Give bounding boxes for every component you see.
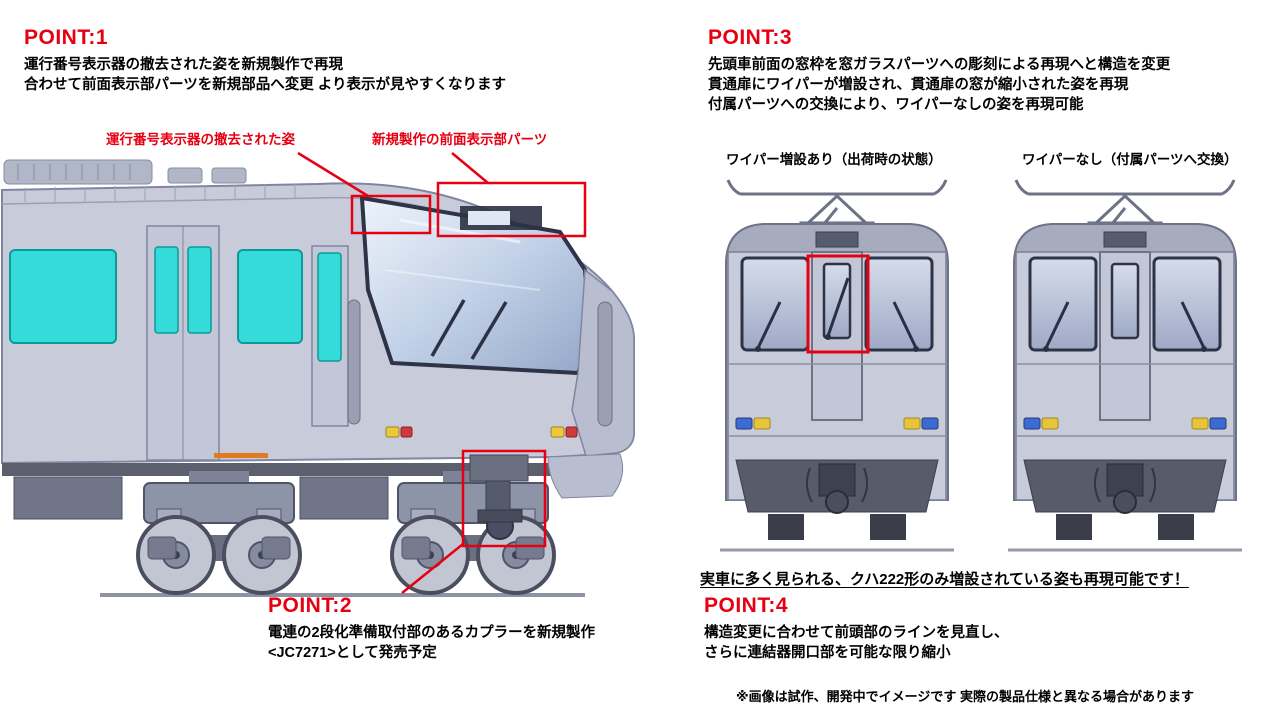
handrail (347, 299, 361, 425)
callout-label-new-front-display: 新規製作の前面表示部パーツ (372, 132, 548, 147)
front-window-left (1028, 256, 1098, 352)
underframe (2, 453, 558, 520)
gangway-door (1099, 251, 1151, 421)
point4-section: POINT:4 構造変更に合わせて前頭部のラインを見直し、 さらに連結器開口部を… (704, 594, 1009, 663)
windshield (360, 196, 592, 375)
front-lights (735, 417, 939, 430)
marker-lights (385, 426, 578, 438)
handrail (597, 301, 613, 427)
wipers (1044, 301, 1206, 349)
roof-ac-unit (3, 159, 247, 185)
bogie (136, 469, 302, 595)
point3-line3: 付属パーツへの交換により、ワイパーなしの姿を再現可能 (708, 97, 1084, 114)
footer-disclaimer: ※画像は試作、開発中でイメージです 実際の製品仕様と異なる場合があります (736, 689, 1194, 704)
point2-section: POINT:2 電連の2段化準備取付部のあるカプラーを新規製作 <JC7271>… (268, 594, 595, 663)
front-skirt (547, 453, 624, 499)
point1-section: POINT:1 運行番号表示器の撤去された姿を新規製作で再現 合わせて前面表示部… (24, 26, 506, 95)
destination-display (1103, 231, 1147, 248)
point4-heading: POINT:4 (704, 594, 789, 617)
train-front-without-wiper (1008, 179, 1242, 552)
train-side-illustration (0, 159, 635, 597)
crew-door (311, 245, 349, 427)
front-window-right (864, 256, 934, 352)
point4-line2: さらに連結器開口部を可能な限り縮小 (704, 645, 951, 662)
point1-line2: 合わせて前面表示部パーツを新規部品へ変更 より表示が見やすくなります (24, 77, 506, 94)
gangway-door (811, 251, 863, 421)
point2-heading: POINT:2 (268, 594, 353, 617)
label-without-wiper: ワイパーなし（付属パーツへ交換） (1022, 152, 1238, 167)
roof-ribs (24, 184, 296, 202)
callout-label-removed-display: 運行番号表示器の撤去された姿 (106, 132, 295, 147)
wipers (756, 277, 918, 349)
side-window (237, 249, 303, 344)
point2-line1: 電連の2段化準備取付部のあるカプラーを新規製作 (268, 625, 596, 642)
point1-line1: 運行番号表示器の撤去された姿を新規製作で再現 (24, 57, 343, 74)
front-lights (1023, 417, 1227, 430)
bogie (390, 469, 556, 595)
point3-line1: 先頭車前面の窓枠を窓ガラスパーツへの彫刻による再現へと構造を変更 (708, 57, 1171, 74)
front-window-left (740, 256, 810, 352)
point2-line2: <JC7271>として発売予定 (268, 645, 437, 662)
point1-heading: POINT:1 (24, 26, 109, 49)
destination-display (815, 231, 859, 248)
label-with-wiper: ワイパー増設あり（出荷時の状態） (726, 152, 942, 167)
highlight-box-door-wiper (806, 254, 870, 354)
point3-line2: 貫通扉にワイパーが増設され、貫通扉の窓が縮小された姿を再現 (708, 77, 1129, 94)
point3-section: POINT:3 先頭車前面の窓枠を窓ガラスパーツへの彫刻による再現へと構造を変更… (708, 26, 1170, 115)
front-coupler (806, 463, 868, 514)
pantograph (726, 179, 948, 226)
passenger-door (146, 225, 220, 461)
highlight-note: 実車に多く見られる、クハ222形のみ増設されている姿も再現可能です！ (700, 571, 1189, 588)
side-window (9, 249, 117, 344)
pantograph (1014, 179, 1236, 226)
train-front-with-wiper (720, 179, 954, 552)
front-window-right (1152, 256, 1222, 352)
point3-heading: POINT:3 (708, 26, 793, 49)
front-coupler (1094, 463, 1156, 514)
point4-line1: 構造変更に合わせて前頭部のラインを見直し、 (704, 625, 1009, 642)
